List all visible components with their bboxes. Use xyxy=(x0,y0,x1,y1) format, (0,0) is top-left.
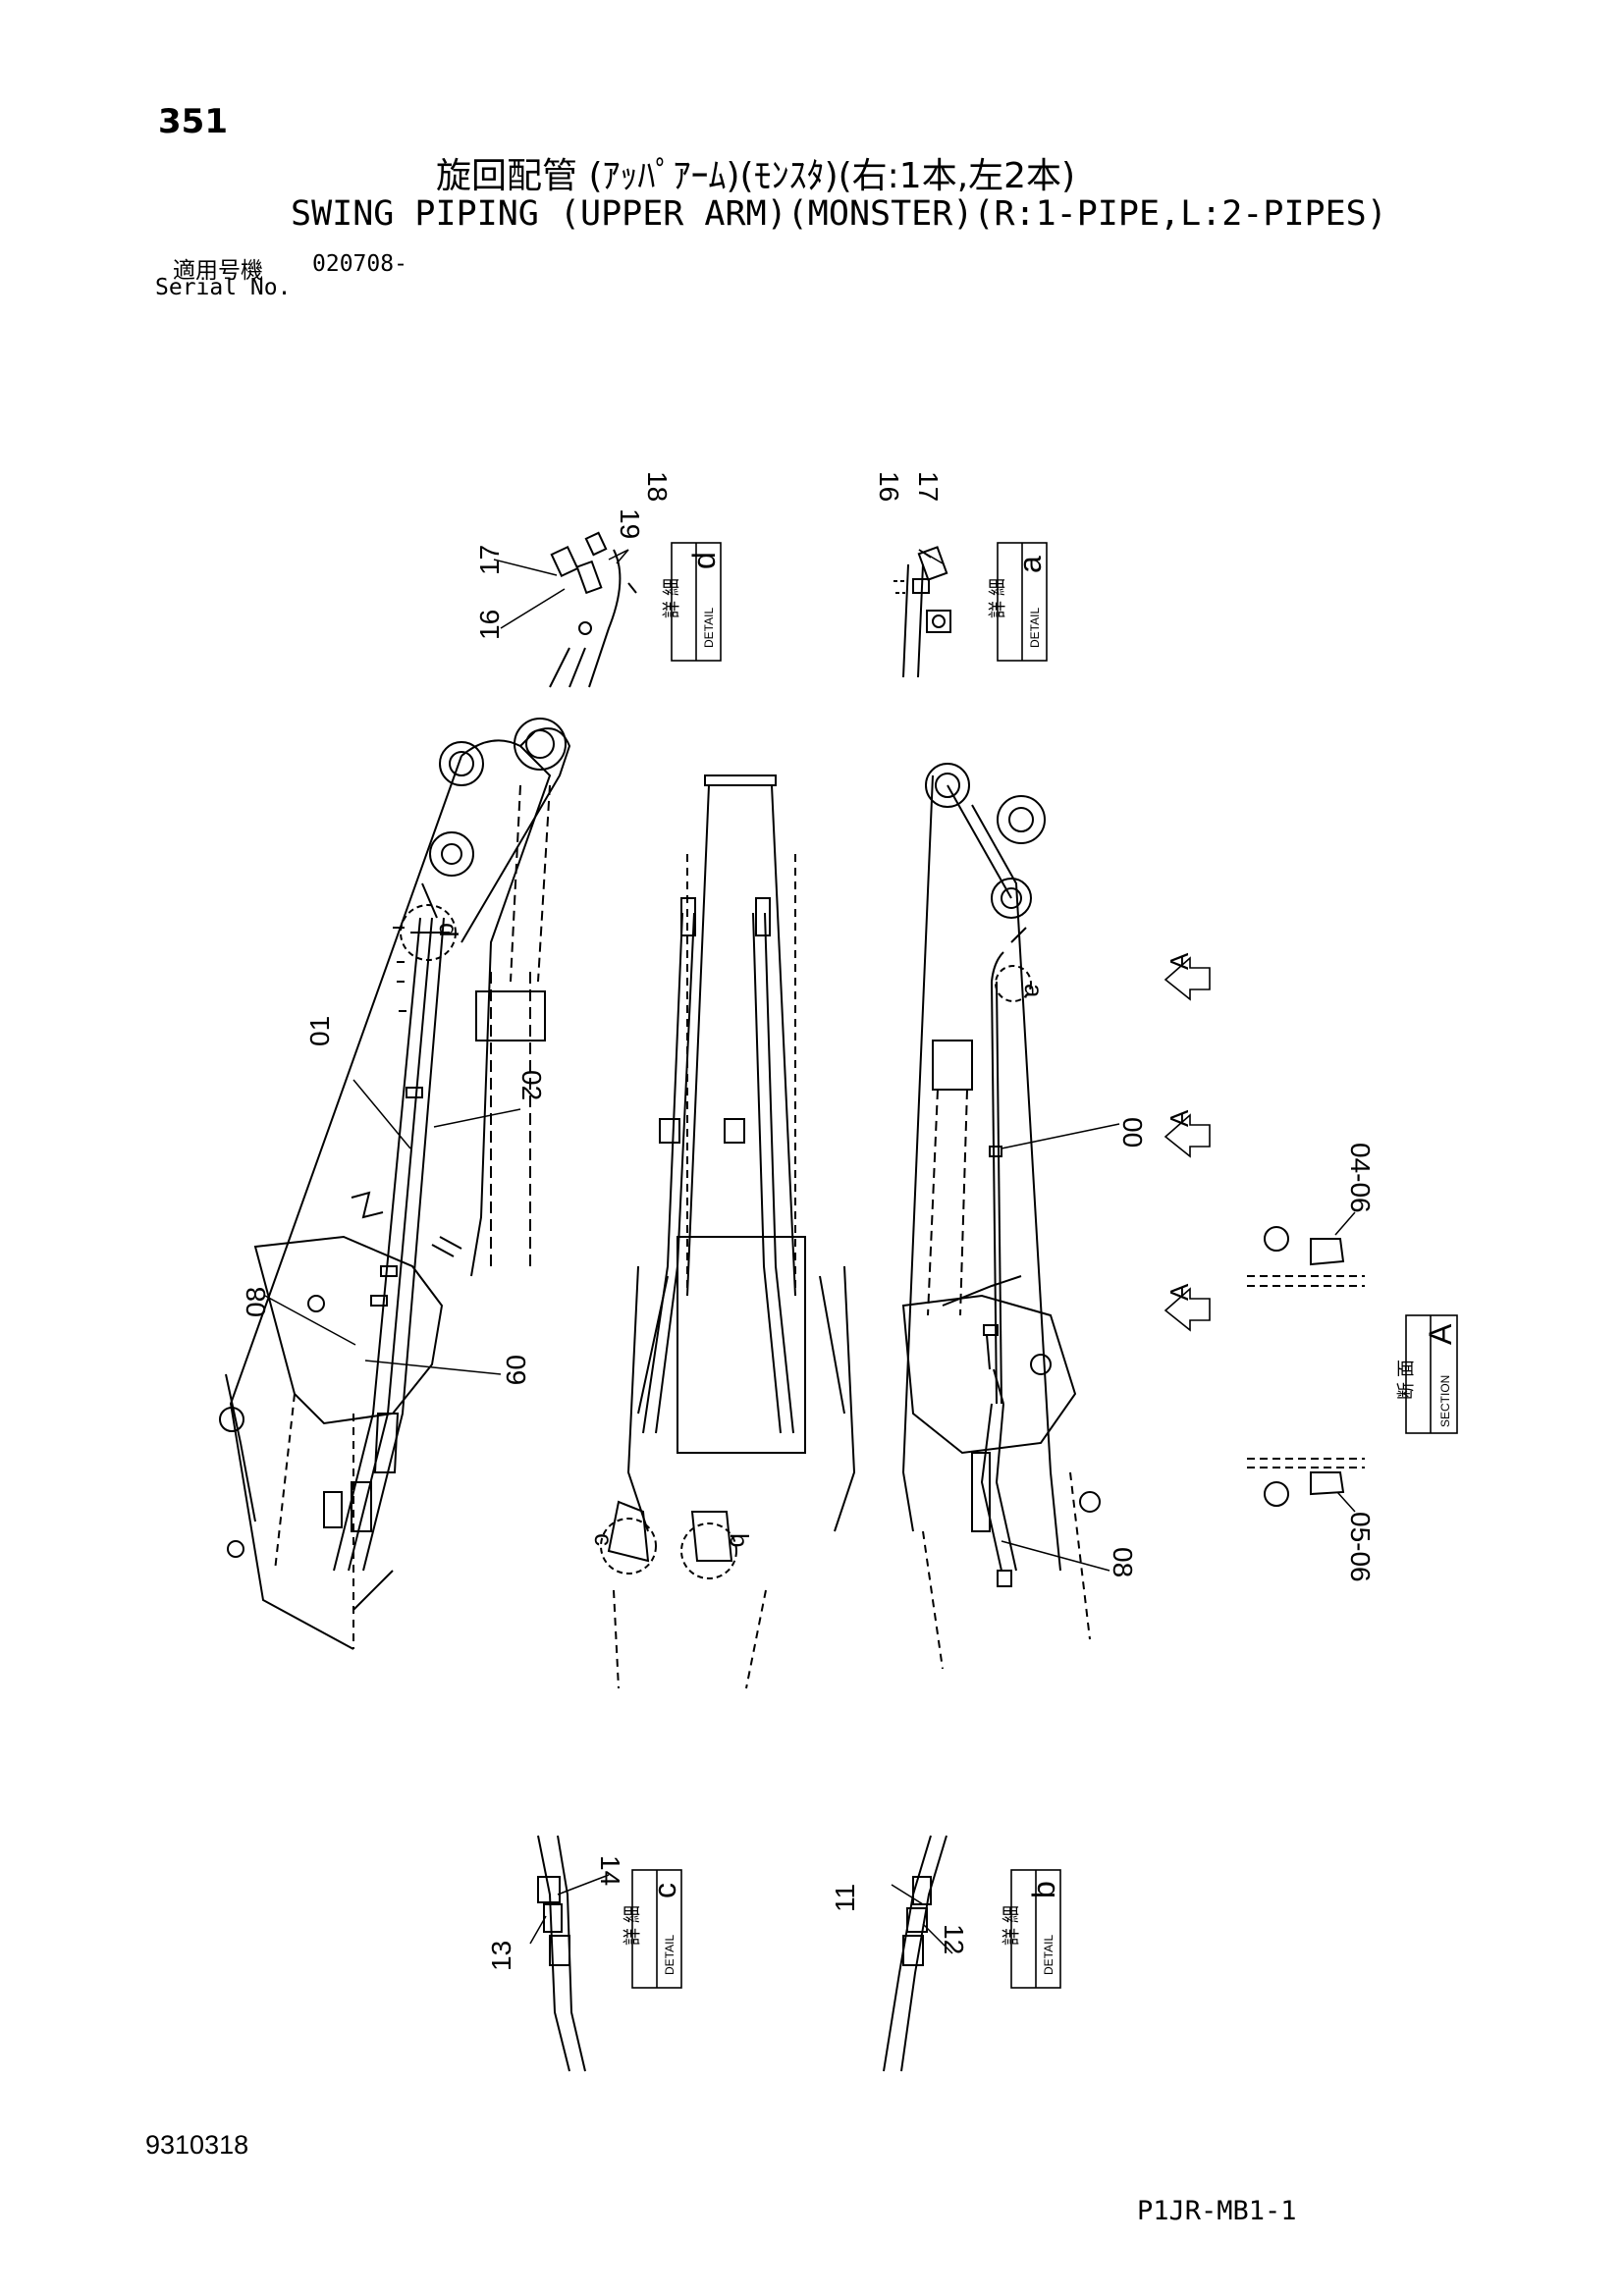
center-arm-view xyxy=(600,774,856,1689)
serial-label-english: Serial No. xyxy=(155,275,292,300)
detail-d-box-en: DETAIL xyxy=(702,608,716,648)
serial-number: 020708- xyxy=(312,251,407,277)
serial-label-japanese: 適用号機 xyxy=(173,258,263,284)
detail-c-view xyxy=(537,1835,586,2072)
view-arrow-A-top: A xyxy=(1164,952,1194,970)
detail-b-box-en: DETAIL xyxy=(1042,1935,1056,1975)
view-arrows xyxy=(1164,956,1211,1332)
detail-a-box-jp: 詳 細 xyxy=(988,578,1007,618)
callout-16-detail-a: 16 xyxy=(874,471,904,502)
left-arm-view xyxy=(219,718,571,1650)
view-arrow-A-bottom: A xyxy=(1164,1283,1194,1301)
page-title-english: SWING PIPING (UPPER ARM)(MONSTER)(R:1-PI… xyxy=(291,194,1387,234)
section-a-views xyxy=(1247,1226,1365,1507)
callout-11: 11 xyxy=(830,1884,860,1912)
callout-02: 02 xyxy=(516,1070,547,1100)
section-a-box-jp: 断 面 xyxy=(1396,1360,1416,1400)
section-a-box-en: SECTION xyxy=(1438,1375,1452,1427)
detail-marker-c: c xyxy=(589,1533,619,1546)
drawing-id: 9310318 xyxy=(145,2130,249,2160)
callout-17-detail-a: 17 xyxy=(913,471,944,502)
detail-a-box-en: DETAIL xyxy=(1028,608,1042,648)
page-number: 351 xyxy=(158,102,228,141)
callout-09: 09 xyxy=(501,1355,531,1385)
callout-18: 18 xyxy=(642,471,673,502)
section-a-box-letter: A xyxy=(1423,1323,1458,1345)
callout-05-06: 05-06 xyxy=(1345,1512,1376,1582)
detail-marker-a: a xyxy=(1019,984,1049,998)
detail-c-box-letter: c xyxy=(647,1883,682,1898)
callout-14: 14 xyxy=(595,1855,625,1886)
detail-c-box-en: DETAIL xyxy=(663,1935,677,1975)
detail-a-view xyxy=(893,546,951,678)
detail-b-view xyxy=(883,1835,947,2072)
detail-b-box-jp: 詳 細 xyxy=(1001,1905,1021,1946)
view-arrow-A-middle: A xyxy=(1164,1109,1194,1127)
callout-01: 01 xyxy=(304,1016,335,1046)
callout-04-06: 04-06 xyxy=(1345,1143,1376,1213)
callout-00: 00 xyxy=(1117,1117,1148,1148)
detail-d-view xyxy=(549,531,637,688)
detail-frames xyxy=(631,542,1458,1989)
detail-d-box-letter: d xyxy=(686,552,722,569)
right-arm-view xyxy=(901,763,1101,1670)
callout-08-left: 08 xyxy=(241,1287,271,1317)
detail-marker-d: d xyxy=(434,923,463,936)
detail-b-box-letter: b xyxy=(1026,1881,1061,1898)
callout-12: 12 xyxy=(939,1924,969,1954)
callout-16-detail-d: 16 xyxy=(474,610,505,640)
callout-13: 13 xyxy=(486,1941,516,1971)
detail-c-box-jp: 詳 細 xyxy=(623,1905,642,1946)
page-title-japanese: 旋回配管 (ｱｯﾊﾟｱｰﾑ)(ﾓﾝｽﾀ)(右:1本,左2本) xyxy=(436,156,1076,196)
leader-lines xyxy=(264,549,1356,1954)
callout-17-detail-d: 17 xyxy=(474,545,505,575)
detail-a-box-letter: a xyxy=(1012,556,1048,573)
callout-08-right: 08 xyxy=(1108,1547,1138,1577)
detail-marker-b: b xyxy=(725,1533,754,1547)
sheet-code: P1JR-MB1-1 xyxy=(1137,2196,1297,2226)
detail-d-box-jp: 詳 細 xyxy=(662,578,681,618)
callout-19: 19 xyxy=(615,508,645,539)
